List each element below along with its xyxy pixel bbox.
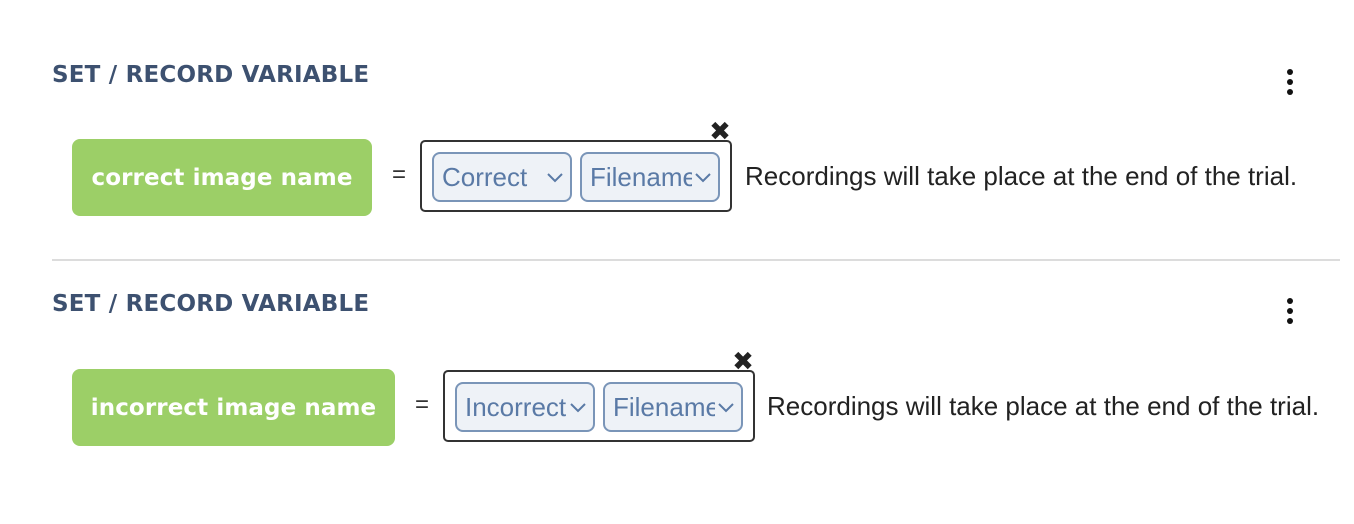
expression-box: ✖ Correct Filename (420, 119, 732, 212)
recording-note: Recordings will take place at the end of… (745, 161, 1298, 191)
equals-operator: = (415, 391, 430, 418)
chevron-down-icon (547, 173, 563, 183)
close-icon[interactable]: ✖ (732, 347, 754, 377)
chevron-down-icon (695, 173, 711, 183)
section-title: SET / RECORD VARIABLE (52, 62, 370, 88)
variable-name-button[interactable]: incorrect image name (72, 369, 395, 446)
field-select-value: Filename (590, 161, 692, 192)
section-title: SET / RECORD VARIABLE (52, 291, 370, 317)
chevron-down-icon (718, 403, 734, 413)
kebab-menu-icon[interactable] (1280, 64, 1300, 100)
equals-operator: = (392, 161, 407, 188)
set-record-variable-block-1: SET / RECORD VARIABLE correct image name… (0, 0, 1354, 260)
source-select-value: Correct (442, 161, 528, 192)
source-select[interactable]: Correct (432, 152, 572, 202)
field-select-value: Filename (613, 391, 715, 422)
chevron-down-icon (570, 403, 586, 413)
divider (52, 259, 1340, 261)
source-select-value: Incorrect (465, 391, 567, 422)
source-select[interactable]: Incorrect (455, 382, 595, 432)
set-record-variable-block-2: SET / RECORD VARIABLE incorrect image na… (0, 260, 1354, 524)
kebab-menu-icon[interactable] (1280, 293, 1300, 329)
recording-note: Recordings will take place at the end of… (767, 391, 1320, 421)
expression-box: ✖ Incorrect Filename (443, 349, 755, 442)
field-select[interactable]: Filename (580, 152, 720, 202)
variable-name-button[interactable]: correct image name (72, 139, 372, 216)
field-select[interactable]: Filename (603, 382, 743, 432)
close-icon[interactable]: ✖ (709, 117, 731, 147)
